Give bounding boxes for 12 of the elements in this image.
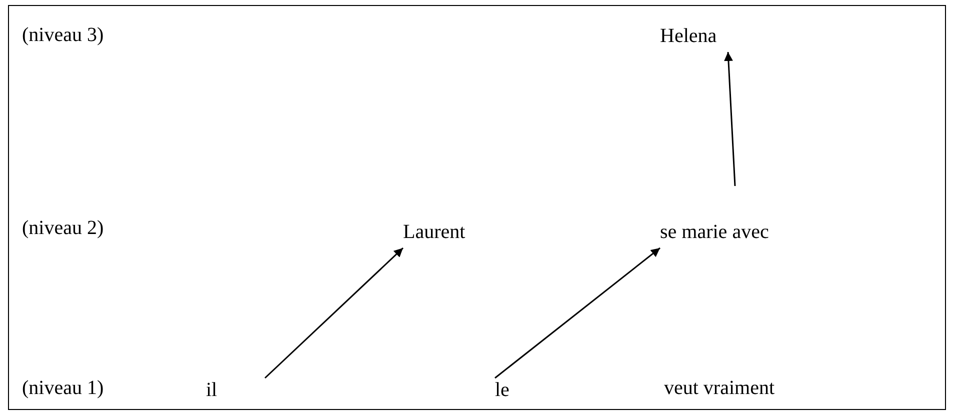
word-text: Helena	[660, 24, 717, 48]
word-text: se marie avec	[660, 220, 769, 244]
word-text: il	[206, 378, 218, 402]
level-label: (niveau 2)	[22, 216, 104, 240]
arrow	[264, 247, 404, 379]
word-text: le	[495, 378, 510, 402]
level-label: (niveau 3)	[22, 23, 104, 47]
word-text: Laurent	[403, 220, 466, 244]
level-label: (niveau 1)	[22, 376, 104, 400]
arrow	[494, 247, 660, 379]
arrow	[724, 52, 736, 186]
word-text: veut vraiment	[664, 376, 775, 400]
